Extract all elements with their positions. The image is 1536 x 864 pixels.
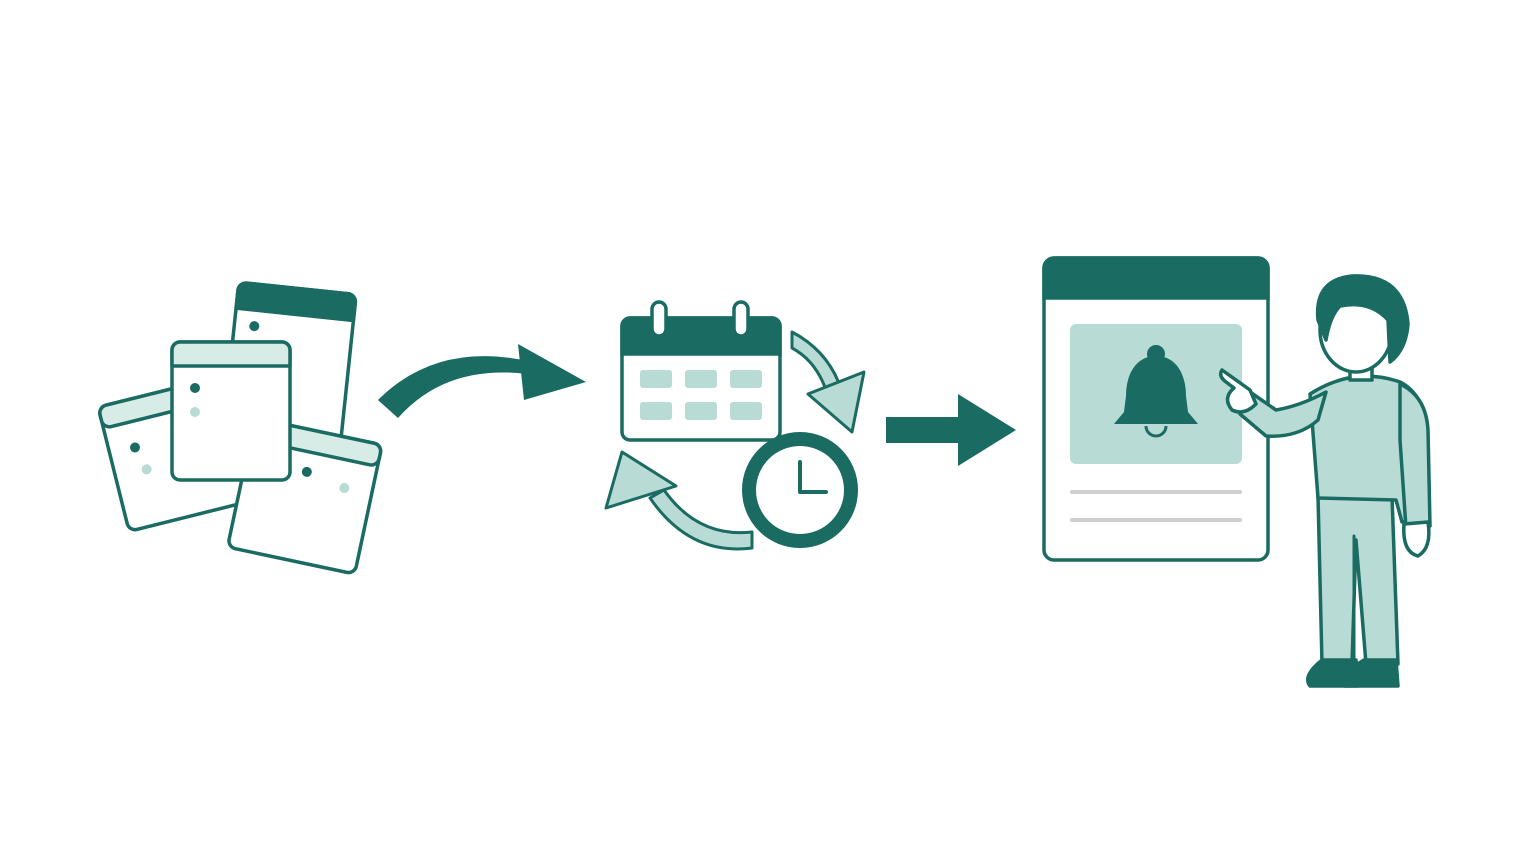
bell-icon	[1114, 345, 1198, 438]
person-hand-pointing	[1218, 368, 1258, 414]
recurring-schedule-group	[604, 300, 866, 551]
person-arm-pointing	[1238, 390, 1328, 438]
calendar-grid-cells	[640, 370, 762, 420]
cycle-arrows-icon	[604, 330, 866, 551]
calendar-icon	[620, 300, 782, 442]
clock-icon	[742, 432, 858, 548]
person-hair	[1315, 274, 1410, 364]
person-legs	[1316, 494, 1400, 666]
curved-arrow-icon	[378, 344, 586, 418]
person-hand-left	[1402, 520, 1431, 558]
calendar-card-front	[170, 340, 292, 482]
person-arm-left	[1398, 382, 1432, 530]
person-shoe-right	[1341, 658, 1400, 688]
person-pointing-icon	[1218, 274, 1432, 688]
calendar-stack-icon	[98, 281, 383, 575]
straight-arrow-icon	[886, 394, 1016, 466]
